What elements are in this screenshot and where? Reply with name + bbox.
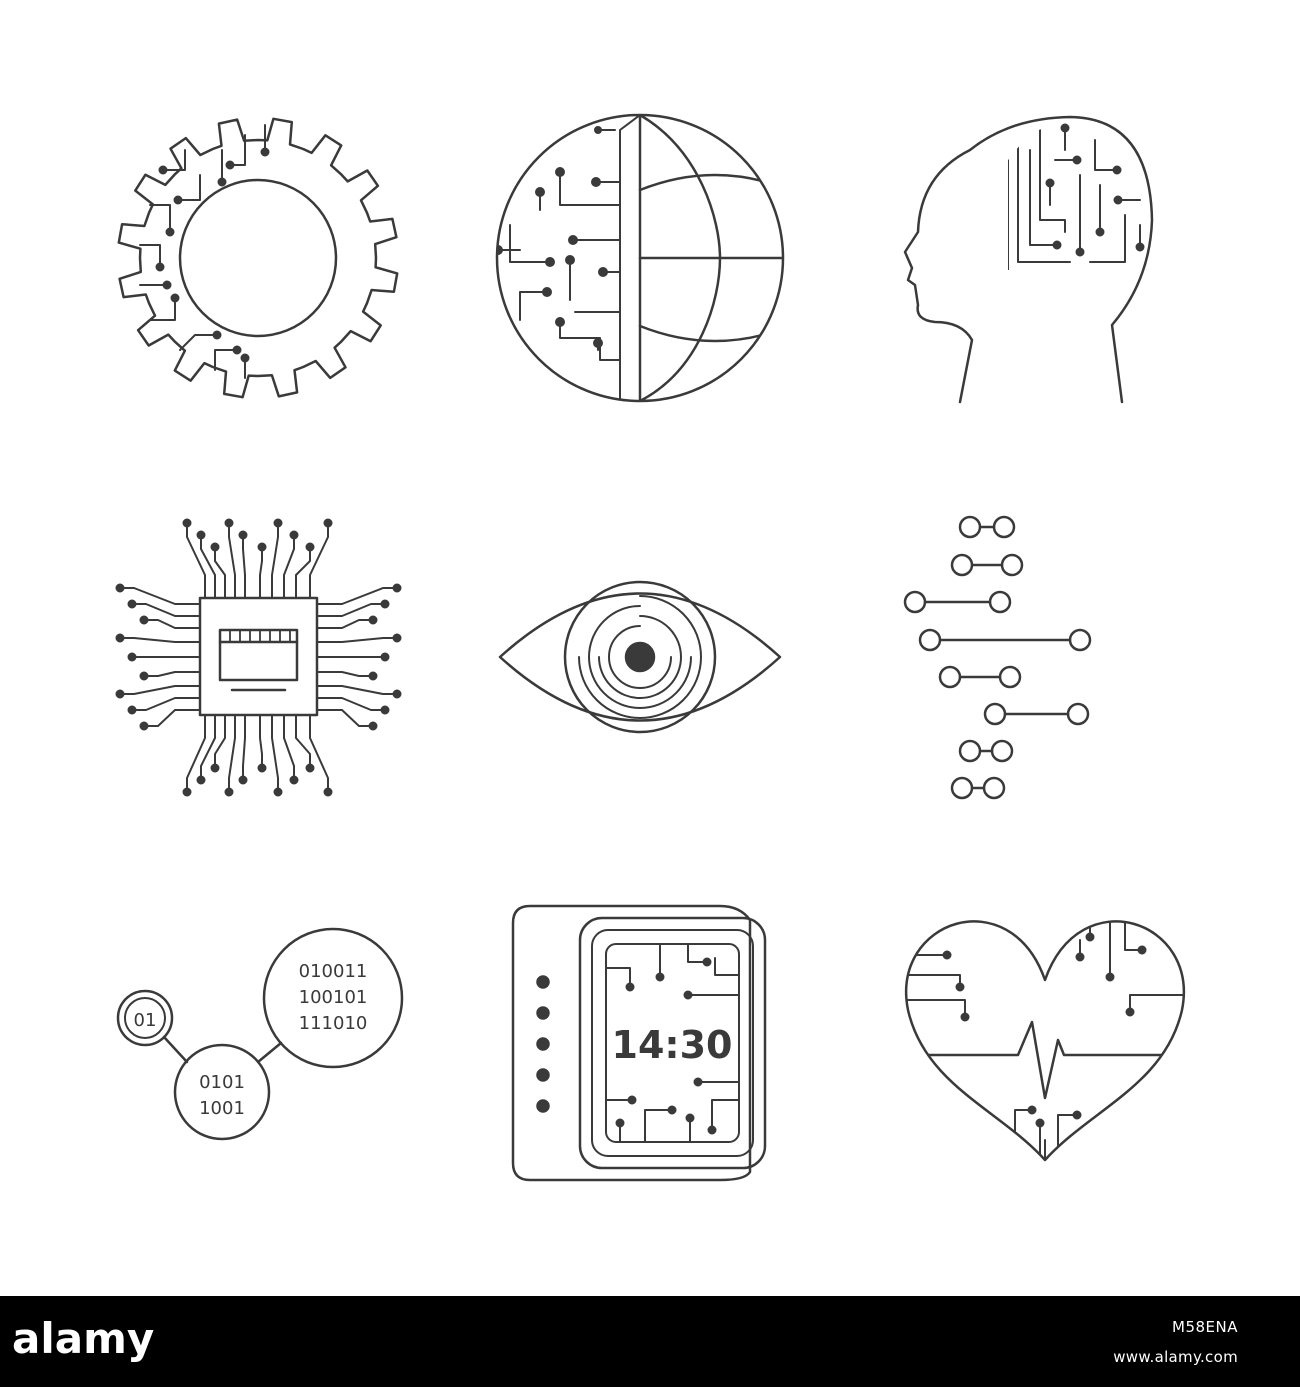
- smartwatch-icon: 14:30: [511, 904, 767, 1182]
- alamy-logo-text: alamy: [12, 1314, 154, 1363]
- heart-circuit-icon: [905, 920, 1185, 1162]
- binary-big-line1: 010011: [299, 961, 368, 982]
- processor-chip-icon: [115, 518, 402, 797]
- binary-big-line3: 111010: [299, 1013, 368, 1034]
- footer-url: www.alamy.com: [1113, 1348, 1238, 1366]
- globe-circuit-icon: [495, 113, 785, 403]
- icon-grid: 01 0101 1001 010011 100101 111010: [115, 113, 1185, 1182]
- watch-time: 14:30: [612, 1023, 733, 1067]
- binary-small-text: 01: [134, 1010, 157, 1031]
- image-code: M58ENA: [1172, 1318, 1238, 1336]
- footer-bar: alamy M58ENA www.alamy.com: [0, 1296, 1300, 1387]
- binary-mid-line1: 0101: [199, 1072, 245, 1093]
- alamy-logo: alamy: [12, 1314, 154, 1363]
- gear-circuit-icon: [117, 117, 399, 399]
- head-circuit-icon: [903, 115, 1154, 404]
- binary-molecule-icon: 01 0101 1001 010011 100101 111010: [116, 927, 404, 1141]
- eye-iris-icon: [498, 580, 782, 734]
- binary-big-line2: 100101: [299, 987, 368, 1008]
- binary-mid-line2: 1001: [199, 1098, 245, 1119]
- circuit-nodes-icon: [903, 515, 1092, 800]
